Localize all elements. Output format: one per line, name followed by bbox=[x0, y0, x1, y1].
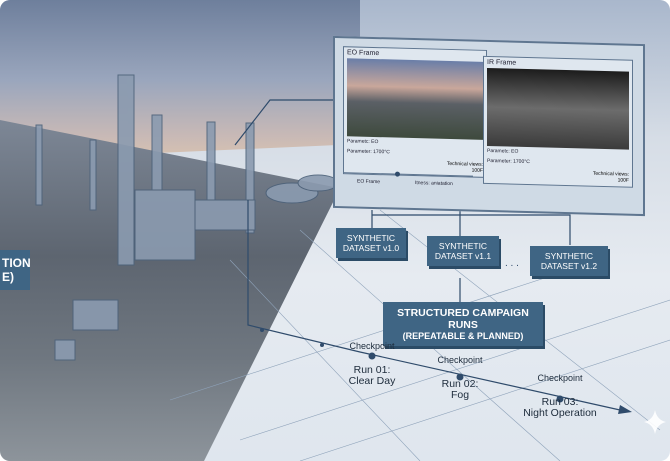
monitor-panel: EO Frame Parametc: EO Parameter: 1700°C … bbox=[333, 35, 645, 217]
left-label-line1: TION bbox=[2, 256, 31, 270]
run-name: Night Operation bbox=[523, 407, 597, 419]
checkpoint-1: Checkpoint Run 01: Clear Day bbox=[337, 341, 407, 387]
run-number: Run 01: bbox=[353, 364, 391, 376]
left-label-line2: E) bbox=[2, 270, 14, 284]
left-label: TION E) bbox=[0, 250, 31, 290]
ir-tech-value: 100F bbox=[617, 177, 629, 184]
checkpoint-label: Checkpoint bbox=[537, 373, 583, 383]
checkpoint-3: Checkpoint Run 03: Night Operation bbox=[515, 373, 605, 419]
campaign-box: STRUCTURED CAMPAIGN RUNS (REPEATABLE & P… bbox=[383, 302, 543, 346]
dataset-v1-2: SYNTHETIC DATASET v1.2 bbox=[530, 246, 608, 276]
campaign-subtitle: (REPEATABLE & PLANNED) bbox=[402, 331, 524, 341]
checkpoint-label: Checkpoint bbox=[349, 341, 395, 351]
run-name: Fog bbox=[450, 389, 470, 401]
slider-knob[interactable] bbox=[395, 171, 400, 177]
ir-frame: IR Frame Parametc: EO Parameter: 1700°C … bbox=[483, 55, 633, 188]
dataset-v1-1: SYNTHETIC DATASET v1.1 bbox=[427, 236, 499, 266]
slider-right-label: Itness: aniatation bbox=[415, 180, 453, 188]
checkpoint-label: Checkpoint bbox=[437, 355, 483, 365]
run-name: Clear Day bbox=[348, 375, 396, 387]
slider-left-label: EO Frame bbox=[357, 178, 381, 186]
checkpoint-2: Checkpoint Run 02: Fog bbox=[425, 355, 495, 401]
eo-image bbox=[347, 58, 483, 140]
run-number: Run 03: bbox=[541, 396, 579, 408]
ir-image bbox=[487, 67, 629, 150]
dataset-v1-0: SYNTHETIC DATASET v1.0 bbox=[336, 228, 406, 258]
eo-tech-value: 100F bbox=[471, 167, 483, 174]
campaign-title: STRUCTURED CAMPAIGN RUNS bbox=[397, 307, 529, 331]
ellipsis: . . . bbox=[505, 258, 519, 269]
eo-frame: EO Frame Parametc: EO Parameter: 1700°C … bbox=[343, 46, 487, 178]
run-number: Run 02: bbox=[441, 378, 479, 390]
sparkle-icon bbox=[644, 410, 666, 434]
